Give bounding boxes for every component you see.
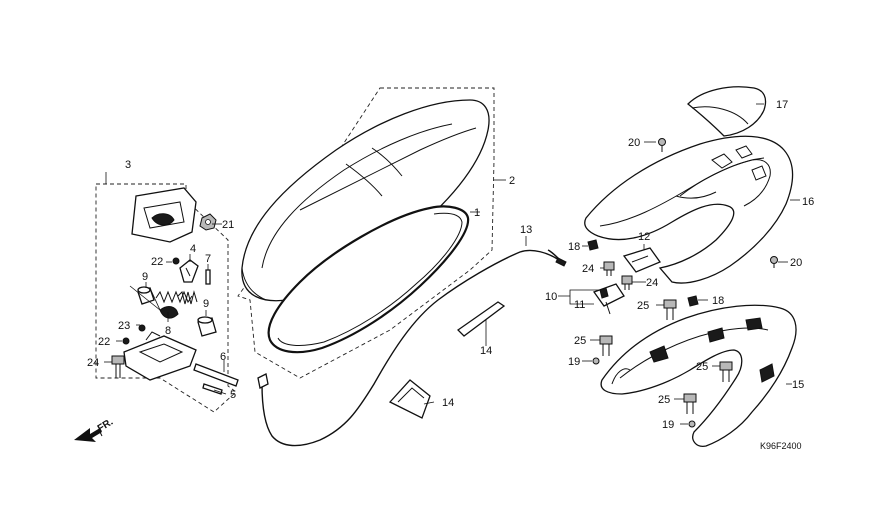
callout-18-lower: 18	[712, 295, 724, 307]
pin-7	[205, 269, 211, 285]
seat-group-outline	[237, 87, 495, 379]
callout-16: 16	[802, 196, 814, 208]
seat-lock	[592, 283, 625, 315]
callout-14-lower: 14	[442, 397, 454, 409]
callout-9-right: 9	[203, 298, 209, 310]
callout-22-upper: 22	[151, 256, 163, 268]
callout-18-upper: 18	[568, 241, 580, 253]
hinge-base	[123, 331, 197, 381]
lock-bracket	[622, 247, 662, 273]
callout-6: 6	[220, 351, 226, 363]
callout-19-upper: 19	[568, 356, 580, 368]
callout-7: 7	[205, 253, 211, 265]
callout-4: 4	[190, 243, 196, 255]
callout-20-upper: 20	[628, 137, 640, 149]
collar-9-right	[197, 316, 217, 337]
bolt-25-d	[683, 393, 697, 414]
strip-14-upper	[456, 301, 506, 337]
callout-2: 2	[509, 175, 515, 187]
callout-24-right-b: 24	[646, 277, 658, 289]
callout-11: 11	[574, 299, 585, 311]
callout-8: 8	[165, 325, 171, 337]
diagram-code: K96F2400	[760, 441, 802, 451]
screw-20-lower	[770, 256, 778, 268]
grab-rail	[600, 304, 797, 447]
bolt-24-left	[111, 355, 125, 378]
callout-19-lower: 19	[662, 419, 674, 431]
screw-20-upper	[658, 138, 666, 152]
bolt-23	[138, 324, 146, 332]
leader-lines	[104, 103, 800, 425]
callout-22-lower: 22	[98, 336, 110, 348]
callout-25-d: 25	[658, 394, 670, 406]
bolt-25-b	[599, 335, 613, 356]
front-direction-arrow	[74, 428, 103, 442]
screw-19-a	[592, 357, 600, 365]
rear-pad	[687, 86, 767, 137]
bolt-22-upper	[172, 257, 180, 265]
seat-seal	[267, 205, 470, 354]
callout-21: 21	[222, 219, 234, 231]
callout-17: 17	[776, 99, 788, 111]
callout-13: 13	[520, 224, 532, 236]
callout-12: 12	[638, 231, 650, 243]
callout-20-lower: 20	[790, 257, 802, 269]
callout-3: 3	[125, 159, 131, 171]
callout-5: 5	[230, 389, 236, 401]
collar-9-left	[137, 286, 155, 305]
shaft-6	[193, 363, 239, 387]
seat-lock-cable	[257, 249, 567, 447]
clip-18-lower	[687, 295, 699, 307]
bolt-24-right-b	[621, 275, 633, 290]
callout-14-upper: 14	[480, 345, 492, 357]
bolt-24-right-a	[603, 261, 615, 276]
bolt-25-a	[663, 299, 677, 320]
spring-8	[155, 290, 198, 319]
callout-25-a: 25	[637, 300, 649, 312]
callout-25-b: 25	[574, 335, 586, 347]
callout-24-right-a: 24	[582, 263, 594, 275]
callout-23: 23	[118, 320, 130, 332]
clip-4	[179, 259, 199, 283]
callout-24-left: 24	[87, 357, 99, 369]
bolt-25-c	[719, 361, 733, 382]
pin-5	[202, 383, 223, 395]
hinge-bracket	[131, 187, 197, 243]
screw-19-b	[688, 420, 696, 428]
rear-cover	[584, 135, 794, 284]
pad-14-lower	[388, 379, 431, 419]
callout-25-c: 25	[696, 361, 708, 373]
callout-1: 1	[474, 207, 480, 219]
bolt-22-lower	[122, 337, 130, 345]
callout-10: 10	[545, 291, 557, 303]
callout-15: 15	[792, 379, 804, 391]
clip-18-upper	[587, 239, 599, 251]
callout-9-left: 9	[142, 271, 148, 283]
nut-21	[199, 213, 217, 231]
